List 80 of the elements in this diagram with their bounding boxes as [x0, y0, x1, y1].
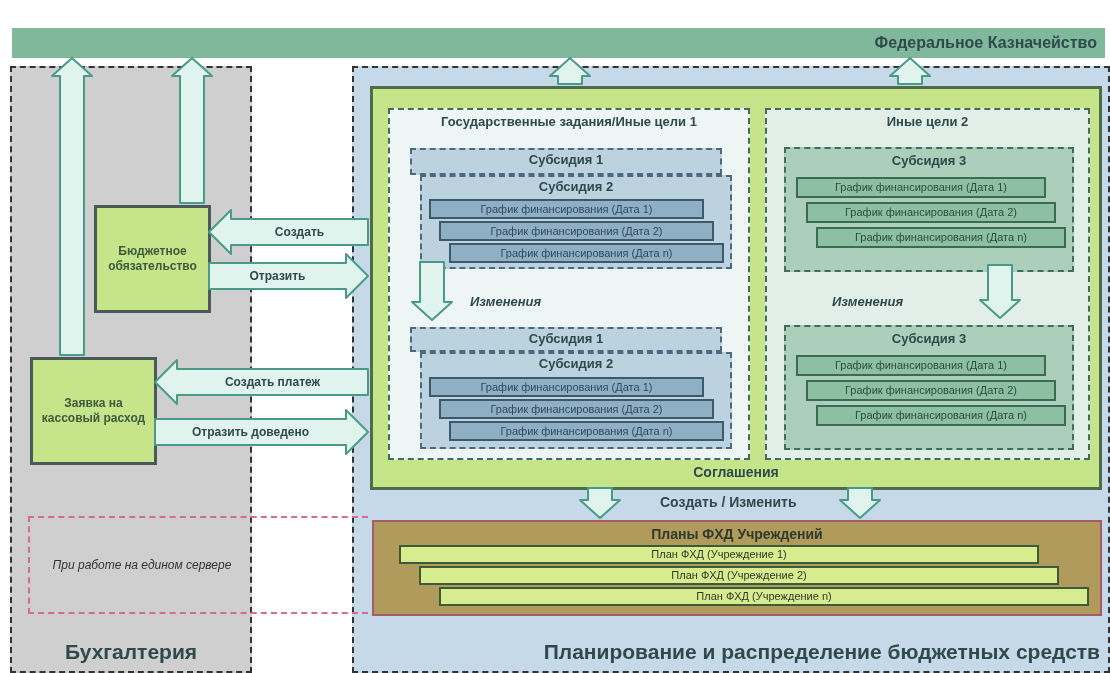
schedule-box [816, 405, 1066, 426]
schedule-box [429, 377, 704, 397]
subsidy-title: Субсидия 1 [528, 151, 604, 169]
edge-label: Отразить доведено [192, 424, 309, 441]
schedule-label: График финансирования (Дата n) [855, 230, 1027, 246]
schedule-label: График финансирования (Дата 1) [835, 180, 1007, 196]
group-title: Государственные задания/Иные цели 1 [441, 113, 697, 131]
schedule-box [806, 380, 1056, 401]
edge-label: Отразить [249, 268, 306, 285]
group-title: Планы ФХД Учреждений [651, 525, 823, 544]
schedule-label: График финансирования (Дата n) [500, 423, 673, 439]
subsidy-box [410, 148, 722, 175]
subsidy-title: Субсидия 3 [891, 152, 967, 170]
subsidy-box [784, 147, 1074, 272]
subsidy-title: Субсидия 1 [528, 330, 604, 348]
subsidy-box [420, 352, 732, 449]
edge-label: Создать платеж [224, 374, 321, 391]
schedule-box [449, 421, 724, 441]
block-arrow [208, 209, 369, 255]
schedule-box [796, 355, 1046, 376]
block-arrow [549, 57, 591, 85]
block-arrow [208, 253, 369, 299]
block-arrow [154, 409, 369, 455]
text-label: Изменения [470, 293, 542, 311]
panel [352, 66, 1110, 673]
subsidy-box [784, 325, 1074, 450]
subsidy-title: Субсидия 3 [891, 330, 967, 348]
process-box [30, 357, 157, 465]
block-arrow [979, 264, 1021, 319]
dashed-group [388, 108, 750, 460]
dashed-frame [28, 516, 368, 614]
box-label: Бюджетное обязательство [107, 244, 198, 274]
block-arrow [51, 57, 93, 356]
plans-box [372, 520, 1102, 616]
plan-label: План ФХД (Учреждение 2) [671, 568, 807, 584]
block-arrow [889, 57, 931, 85]
process-box [94, 205, 211, 313]
edge-label: Создать [274, 224, 325, 241]
schedule-box [796, 177, 1046, 198]
text-label: Изменения [832, 293, 904, 311]
block-arrow [411, 261, 453, 321]
plan-box [399, 545, 1039, 564]
plan-box [419, 566, 1059, 585]
block-arrow [579, 487, 621, 519]
schedule-box [439, 399, 714, 419]
schedule-label: График финансирования (Дата 1) [480, 379, 653, 395]
schedule-box [806, 202, 1056, 223]
header-band [12, 28, 1105, 58]
schedule-box [816, 227, 1066, 248]
panel-title: Бухгалтерия [64, 638, 198, 665]
schedule-label: График финансирования (Дата 2) [845, 383, 1017, 399]
plan-label: План ФХД (Учреждение 1) [651, 547, 787, 563]
block-arrow [154, 359, 369, 405]
schedule-label: График финансирования (Дата n) [500, 245, 673, 261]
schedule-label: График финансирования (Дата 2) [490, 223, 663, 239]
plan-label: План ФХД (Учреждение n) [696, 589, 832, 605]
schedule-label: График финансирования (Дата 1) [480, 201, 653, 217]
text-label: Создать / Изменить [660, 493, 797, 512]
schedule-label: График финансирования (Дата 1) [835, 358, 1007, 374]
schedule-label: График финансирования (Дата n) [855, 408, 1027, 424]
box-label: Заявка на кассовый расход [40, 396, 147, 426]
panel-title: Планирование и распределение бюджетных средств [543, 638, 1100, 665]
subsidy-title: Субсидия 2 [538, 355, 614, 373]
subsidy-box [420, 175, 732, 269]
group-box [370, 86, 1102, 490]
subsidy-title: Субсидия 2 [538, 178, 614, 196]
schedule-box [449, 243, 724, 263]
group-title: Соглашения [693, 463, 779, 482]
dashed-group [765, 108, 1090, 460]
schedule-box [429, 199, 704, 219]
plan-box [439, 587, 1089, 606]
block-arrow [839, 487, 881, 519]
frame-note: При работе на едином сервере [52, 556, 232, 574]
schedule-label: График финансирования (Дата 2) [845, 205, 1017, 221]
block-arrow [171, 57, 213, 204]
schedule-label: График финансирования (Дата 2) [490, 401, 663, 417]
band-title: Федеральное Казначейство [874, 33, 1097, 53]
group-title: Иные цели 2 [886, 113, 969, 131]
subsidy-box [410, 327, 722, 352]
schedule-box [439, 221, 714, 241]
